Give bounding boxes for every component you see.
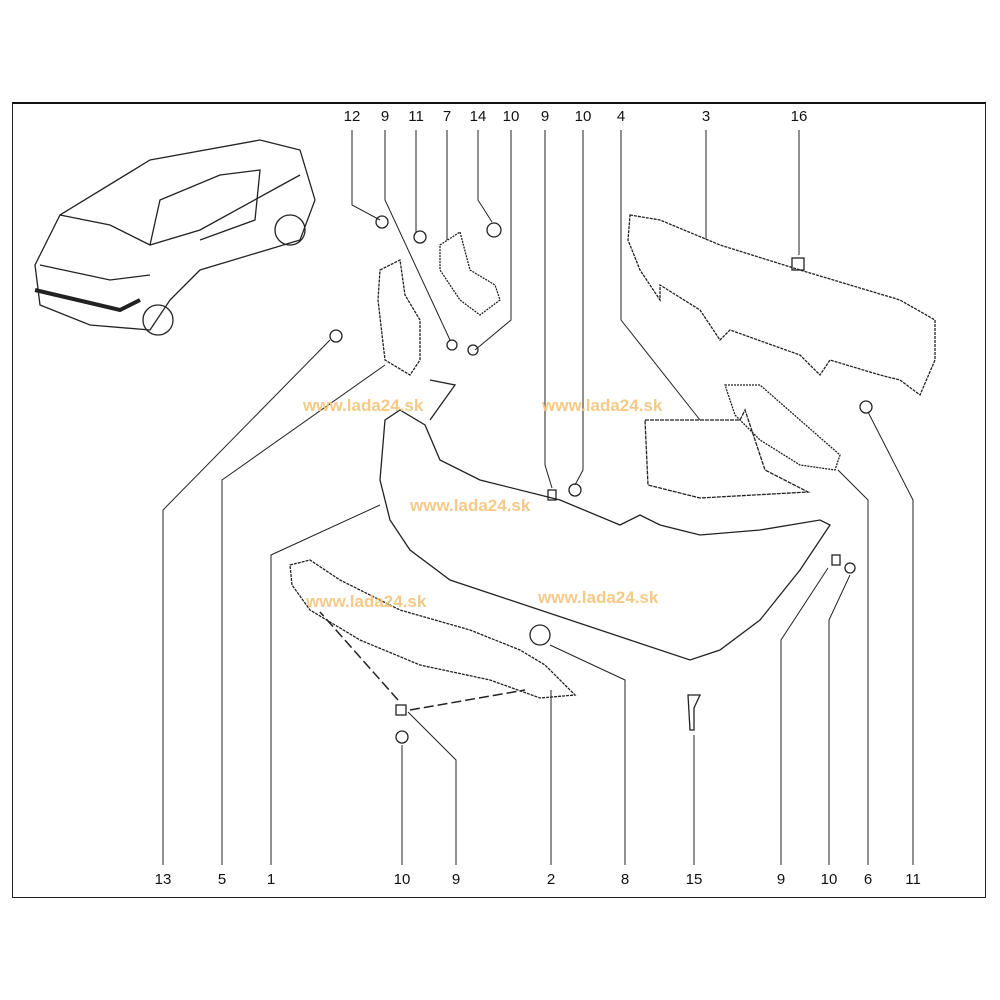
callout-label: 8 — [620, 871, 630, 888]
callout-label: 9 — [380, 108, 390, 125]
callout-label: 16 — [790, 108, 808, 125]
callout-label: 9 — [540, 108, 550, 125]
watermark: www.lada24.sk — [538, 588, 659, 607]
callout-label: 1 — [266, 871, 276, 888]
callout-label: 15 — [685, 871, 703, 888]
watermark: www.lada24.sk — [306, 592, 427, 611]
part-5-strip — [429, 379, 457, 421]
part-6-bracket — [724, 384, 841, 471]
callout-label: 10 — [393, 871, 411, 888]
part-4-reinforcement — [644, 408, 811, 499]
part-5-bracket — [377, 259, 421, 376]
dashed-arrows — [319, 611, 526, 711]
callout-label: 5 — [217, 871, 227, 888]
watermark: www.lada24.sk — [542, 396, 663, 415]
callout-label: 10 — [574, 108, 592, 125]
callout-label: 7 — [442, 108, 452, 125]
part-16-clip — [791, 257, 805, 271]
callout-label: 2 — [546, 871, 556, 888]
callout-label: 10 — [820, 871, 838, 888]
callout-label: 9 — [451, 871, 461, 888]
part-1-bumper — [379, 409, 831, 661]
watermark: www.lada24.sk — [410, 496, 531, 515]
callout-label: 10 — [502, 108, 520, 125]
watermark: www.lada24.sk — [303, 396, 424, 415]
callout-label: 4 — [616, 108, 626, 125]
callout-label: 11 — [408, 108, 424, 125]
callout-label: 11 — [905, 871, 921, 888]
callout-label: 12 — [343, 108, 361, 125]
callout-label: 9 — [776, 871, 786, 888]
callout-label: 3 — [701, 108, 711, 125]
callout-label: 13 — [154, 871, 172, 888]
leader-lines — [162, 130, 914, 865]
fasteners — [329, 215, 873, 744]
callout-label: 6 — [863, 871, 873, 888]
part-7-bracket — [439, 230, 501, 316]
car-overview-illustration — [34, 139, 316, 336]
part-3-absorber — [627, 214, 936, 397]
callout-label: 14 — [469, 108, 487, 125]
diagram-frame — [12, 102, 986, 898]
